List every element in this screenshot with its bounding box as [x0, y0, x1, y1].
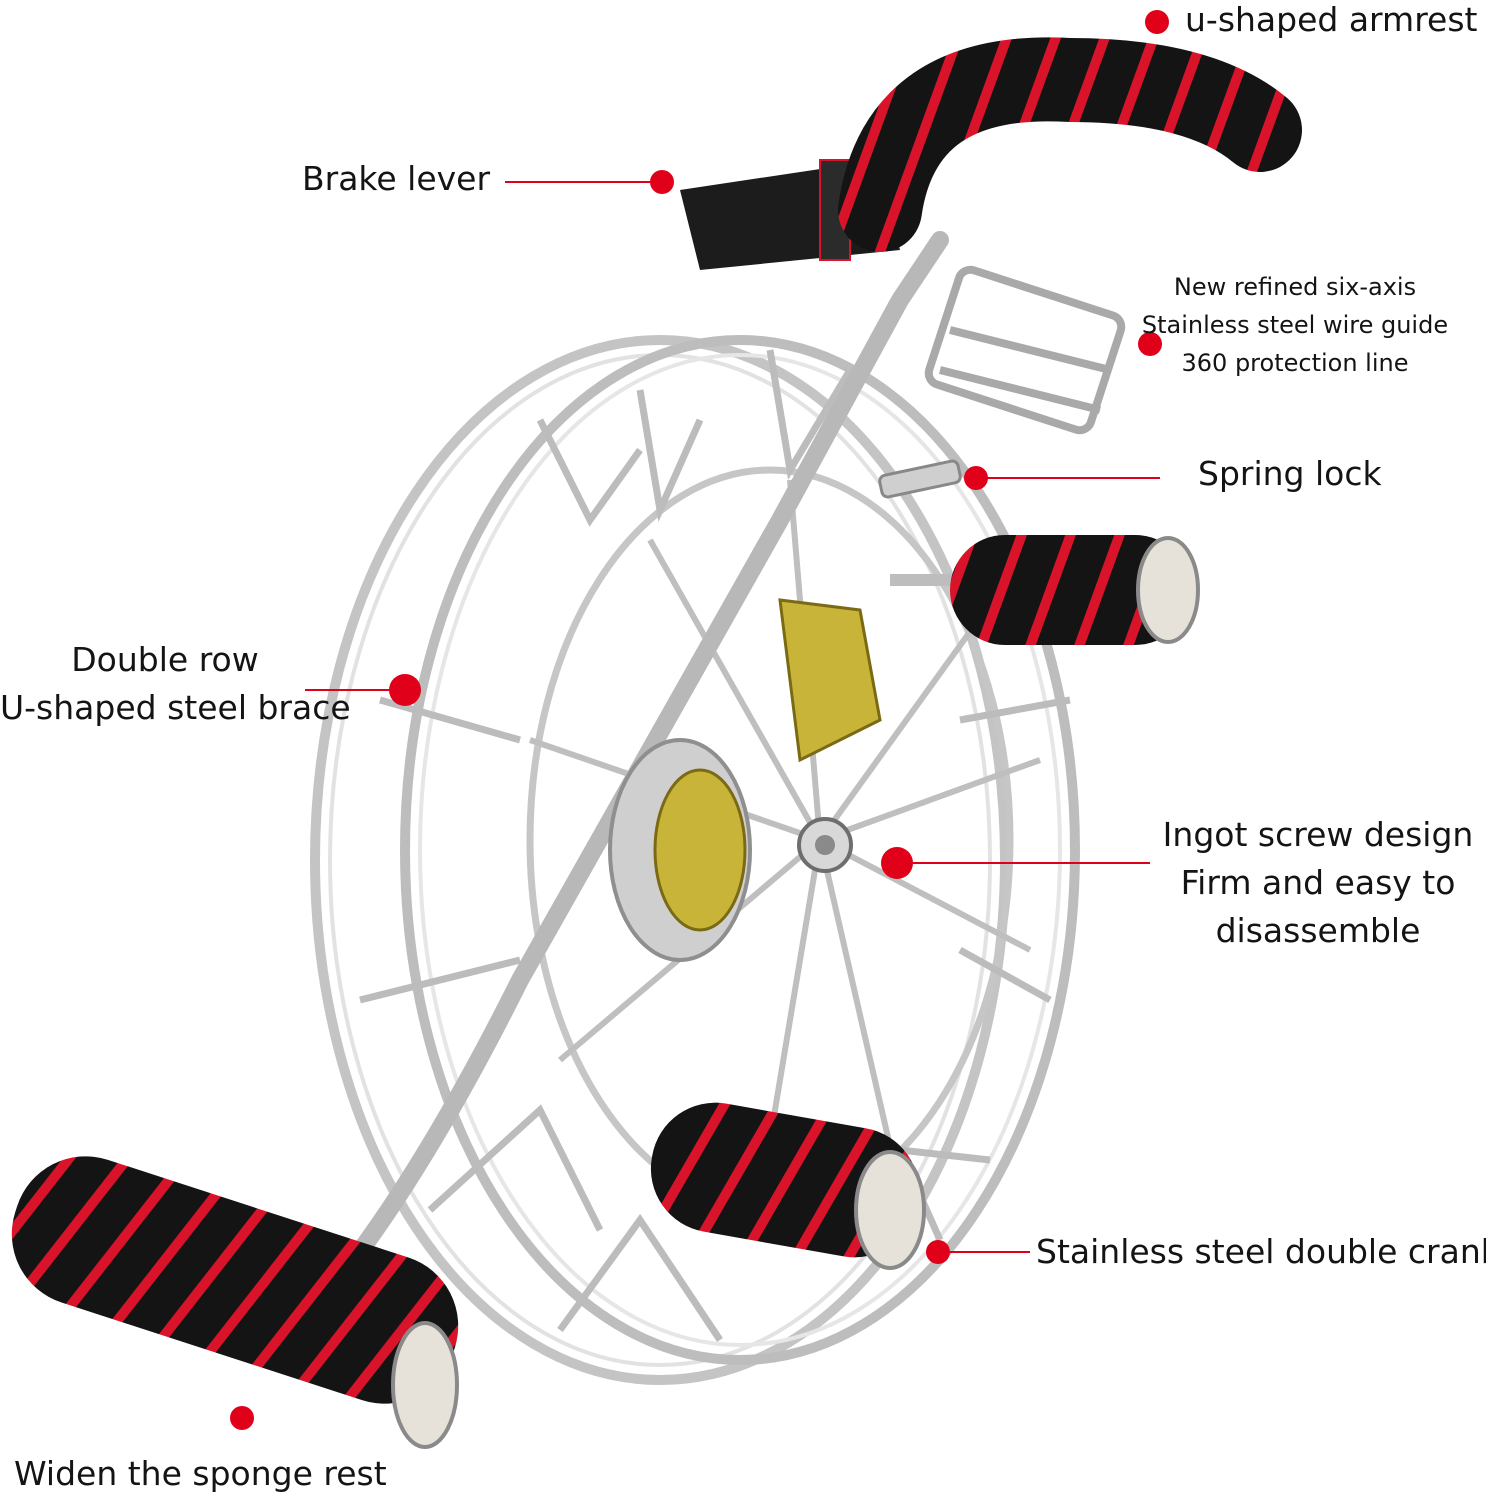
- armrest-label: u-shaped armrest: [1185, 0, 1478, 39]
- brake-marker: [650, 170, 674, 194]
- sponge-marker: [230, 1406, 254, 1430]
- spring-lock-marker: [964, 466, 988, 490]
- ingot-label-2: Firm and easy to: [1180, 863, 1456, 902]
- rear-rim: [310, 335, 1010, 1385]
- ingot-marker: [881, 847, 913, 879]
- leader-lines: [305, 181, 1160, 1253]
- upper-crank-handle: [950, 535, 1200, 645]
- spring-lock-label: Spring lock: [1198, 454, 1382, 493]
- brake-lever-label: Brake lever: [302, 159, 491, 198]
- u-braces: [359, 349, 1071, 1342]
- wire-guide-part: [924, 265, 1126, 435]
- lower-crank-handle: [650, 1102, 926, 1270]
- brace-label-1: Double row: [71, 640, 259, 679]
- wire-guide-label-1: New refined six-axis: [1173, 273, 1417, 301]
- crank-marker: [926, 1240, 950, 1264]
- ingot-label-1: Ingot screw design: [1162, 815, 1474, 854]
- sponge-rest-label: Widen the sponge rest: [14, 1454, 387, 1493]
- sponge-rest: [11, 1156, 459, 1449]
- brace-marker: [389, 674, 421, 706]
- wire-guide-label-3: 360 protection line: [1181, 349, 1409, 377]
- armrest-foam: [838, 37, 1302, 252]
- front-rim: [400, 335, 1080, 1365]
- axle-center: [815, 835, 835, 855]
- brace-label-2: U-shaped steel brace: [0, 688, 351, 727]
- armrest-marker: [1145, 10, 1169, 34]
- wire-guide-marker: [1138, 332, 1162, 356]
- brake-bracket: [778, 598, 882, 763]
- wire-guide-label-2: Stainless steel wire guide: [1141, 311, 1449, 339]
- crank-label: Stainless steel double crank: [1036, 1232, 1486, 1271]
- spring-lock-part: [878, 459, 962, 499]
- front-rim-inner: [418, 353, 1062, 1347]
- brass-plate: [653, 768, 747, 932]
- ingot-label-3: disassemble: [1215, 911, 1421, 950]
